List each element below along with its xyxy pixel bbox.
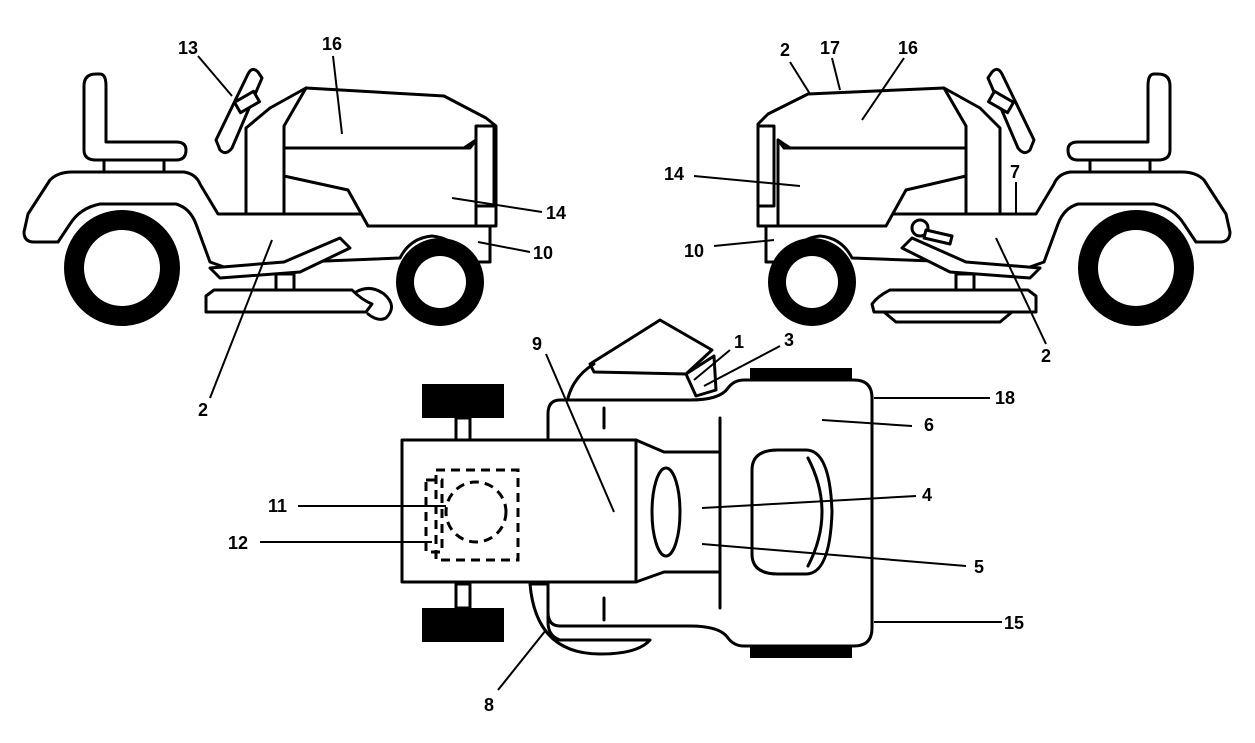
top-view (400, 318, 874, 658)
right-rear-wheel (1078, 210, 1194, 326)
label-2-right-top: 2 (780, 40, 790, 60)
left-mower-deck (204, 272, 393, 321)
left-side-view (22, 67, 498, 326)
label-2-right-bottom: 2 (1041, 346, 1051, 366)
left-rear-wheel (64, 210, 180, 326)
right-seat (1066, 72, 1172, 178)
label-8-top: 8 (484, 695, 494, 715)
left-hood (282, 86, 498, 228)
label-17-right: 17 (820, 38, 840, 58)
label-7-right: 7 (1010, 162, 1020, 182)
label-13-left: 13 (178, 38, 198, 58)
top-fuel-cap (444, 480, 508, 544)
right-front-wheel (768, 238, 856, 326)
label-10-right: 10 (684, 241, 704, 261)
callout-labels: 13 16 14 10 2 2 17 16 14 7 10 2 9 1 3 18… (178, 34, 1051, 715)
label-9-top: 9 (532, 334, 542, 354)
label-6-top: 6 (924, 415, 934, 435)
top-rear-tire-lower (422, 608, 504, 642)
label-2-left: 2 (198, 400, 208, 420)
left-body (22, 170, 492, 274)
right-grille (756, 124, 776, 208)
left-pedal (208, 236, 352, 280)
label-3-top: 3 (784, 330, 794, 350)
top-hood-opening (750, 448, 834, 576)
right-steering-wheel (986, 67, 1036, 155)
label-5-top: 5 (974, 557, 984, 577)
label-16-right: 16 (898, 38, 918, 58)
top-discharge-chute (588, 318, 714, 376)
label-4-top: 4 (922, 485, 932, 505)
top-rear-tire-upper (422, 384, 504, 418)
top-rear-axle-upper (454, 416, 472, 444)
top-rear-axle-lower (454, 582, 472, 610)
left-hood-panel (282, 138, 478, 228)
right-pedal (900, 236, 1042, 280)
right-mower-deck (870, 272, 1038, 324)
right-lift-lever (910, 218, 954, 246)
top-deck-upper-arc (566, 362, 596, 400)
label-11-top: 11 (268, 496, 287, 516)
left-steering-wheel (214, 67, 264, 155)
right-hood-panel (776, 138, 968, 228)
right-body (764, 170, 1232, 274)
right-hood (756, 86, 968, 228)
label-12-top: 12 (228, 533, 248, 553)
label-14-right: 14 (664, 164, 684, 184)
label-1-top: 1 (734, 332, 744, 352)
leader-lines (197, 55, 1047, 691)
top-fuel-area (434, 468, 520, 562)
left-seat (82, 72, 188, 178)
label-14-left: 14 (546, 203, 566, 223)
label-16-left: 16 (322, 34, 342, 54)
label-10-left: 10 (533, 243, 553, 263)
right-side-view (756, 67, 1232, 326)
left-front-wheel (396, 238, 484, 326)
left-grille (474, 124, 496, 208)
label-18-top: 18 (995, 388, 1015, 408)
label-15-top: 15 (1004, 613, 1024, 633)
